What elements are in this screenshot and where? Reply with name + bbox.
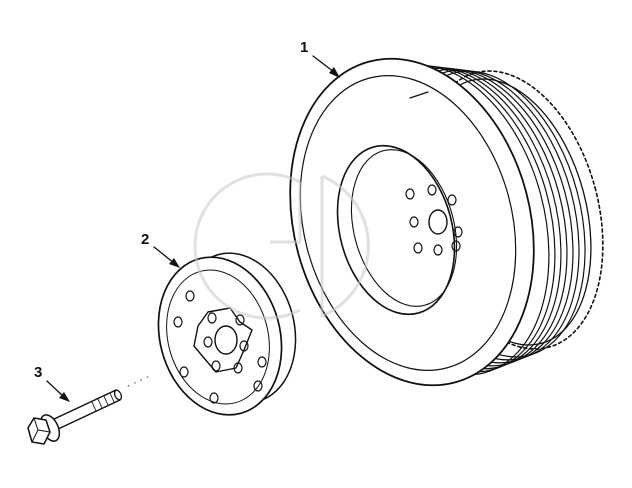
adapter-front-face [157, 256, 283, 416]
pulley-inner-rim [299, 75, 517, 371]
pulley-hub-recess [336, 144, 456, 316]
pulley-hub-adapter [157, 252, 297, 416]
callout-label-1: 1 [300, 39, 309, 56]
adapter-center-bore [214, 325, 238, 355]
adapter-bolt-holes [173, 290, 267, 404]
crankshaft-pulley-damper [289, 57, 604, 387]
watermark-logo [193, 172, 370, 320]
leader-arrow-3 [46, 380, 70, 402]
leader-arrow-2 [153, 246, 180, 268]
leader-arrow-1 [312, 55, 340, 78]
pulley-center-bore [428, 209, 448, 235]
pulley-timing-mark [409, 91, 429, 99]
callout-label-2: 2 [141, 231, 150, 248]
bolt-shank [51, 389, 121, 431]
flange-bolt [27, 375, 151, 445]
callout-label-3: 3 [34, 364, 43, 381]
pulley-hub-holes [405, 184, 463, 256]
